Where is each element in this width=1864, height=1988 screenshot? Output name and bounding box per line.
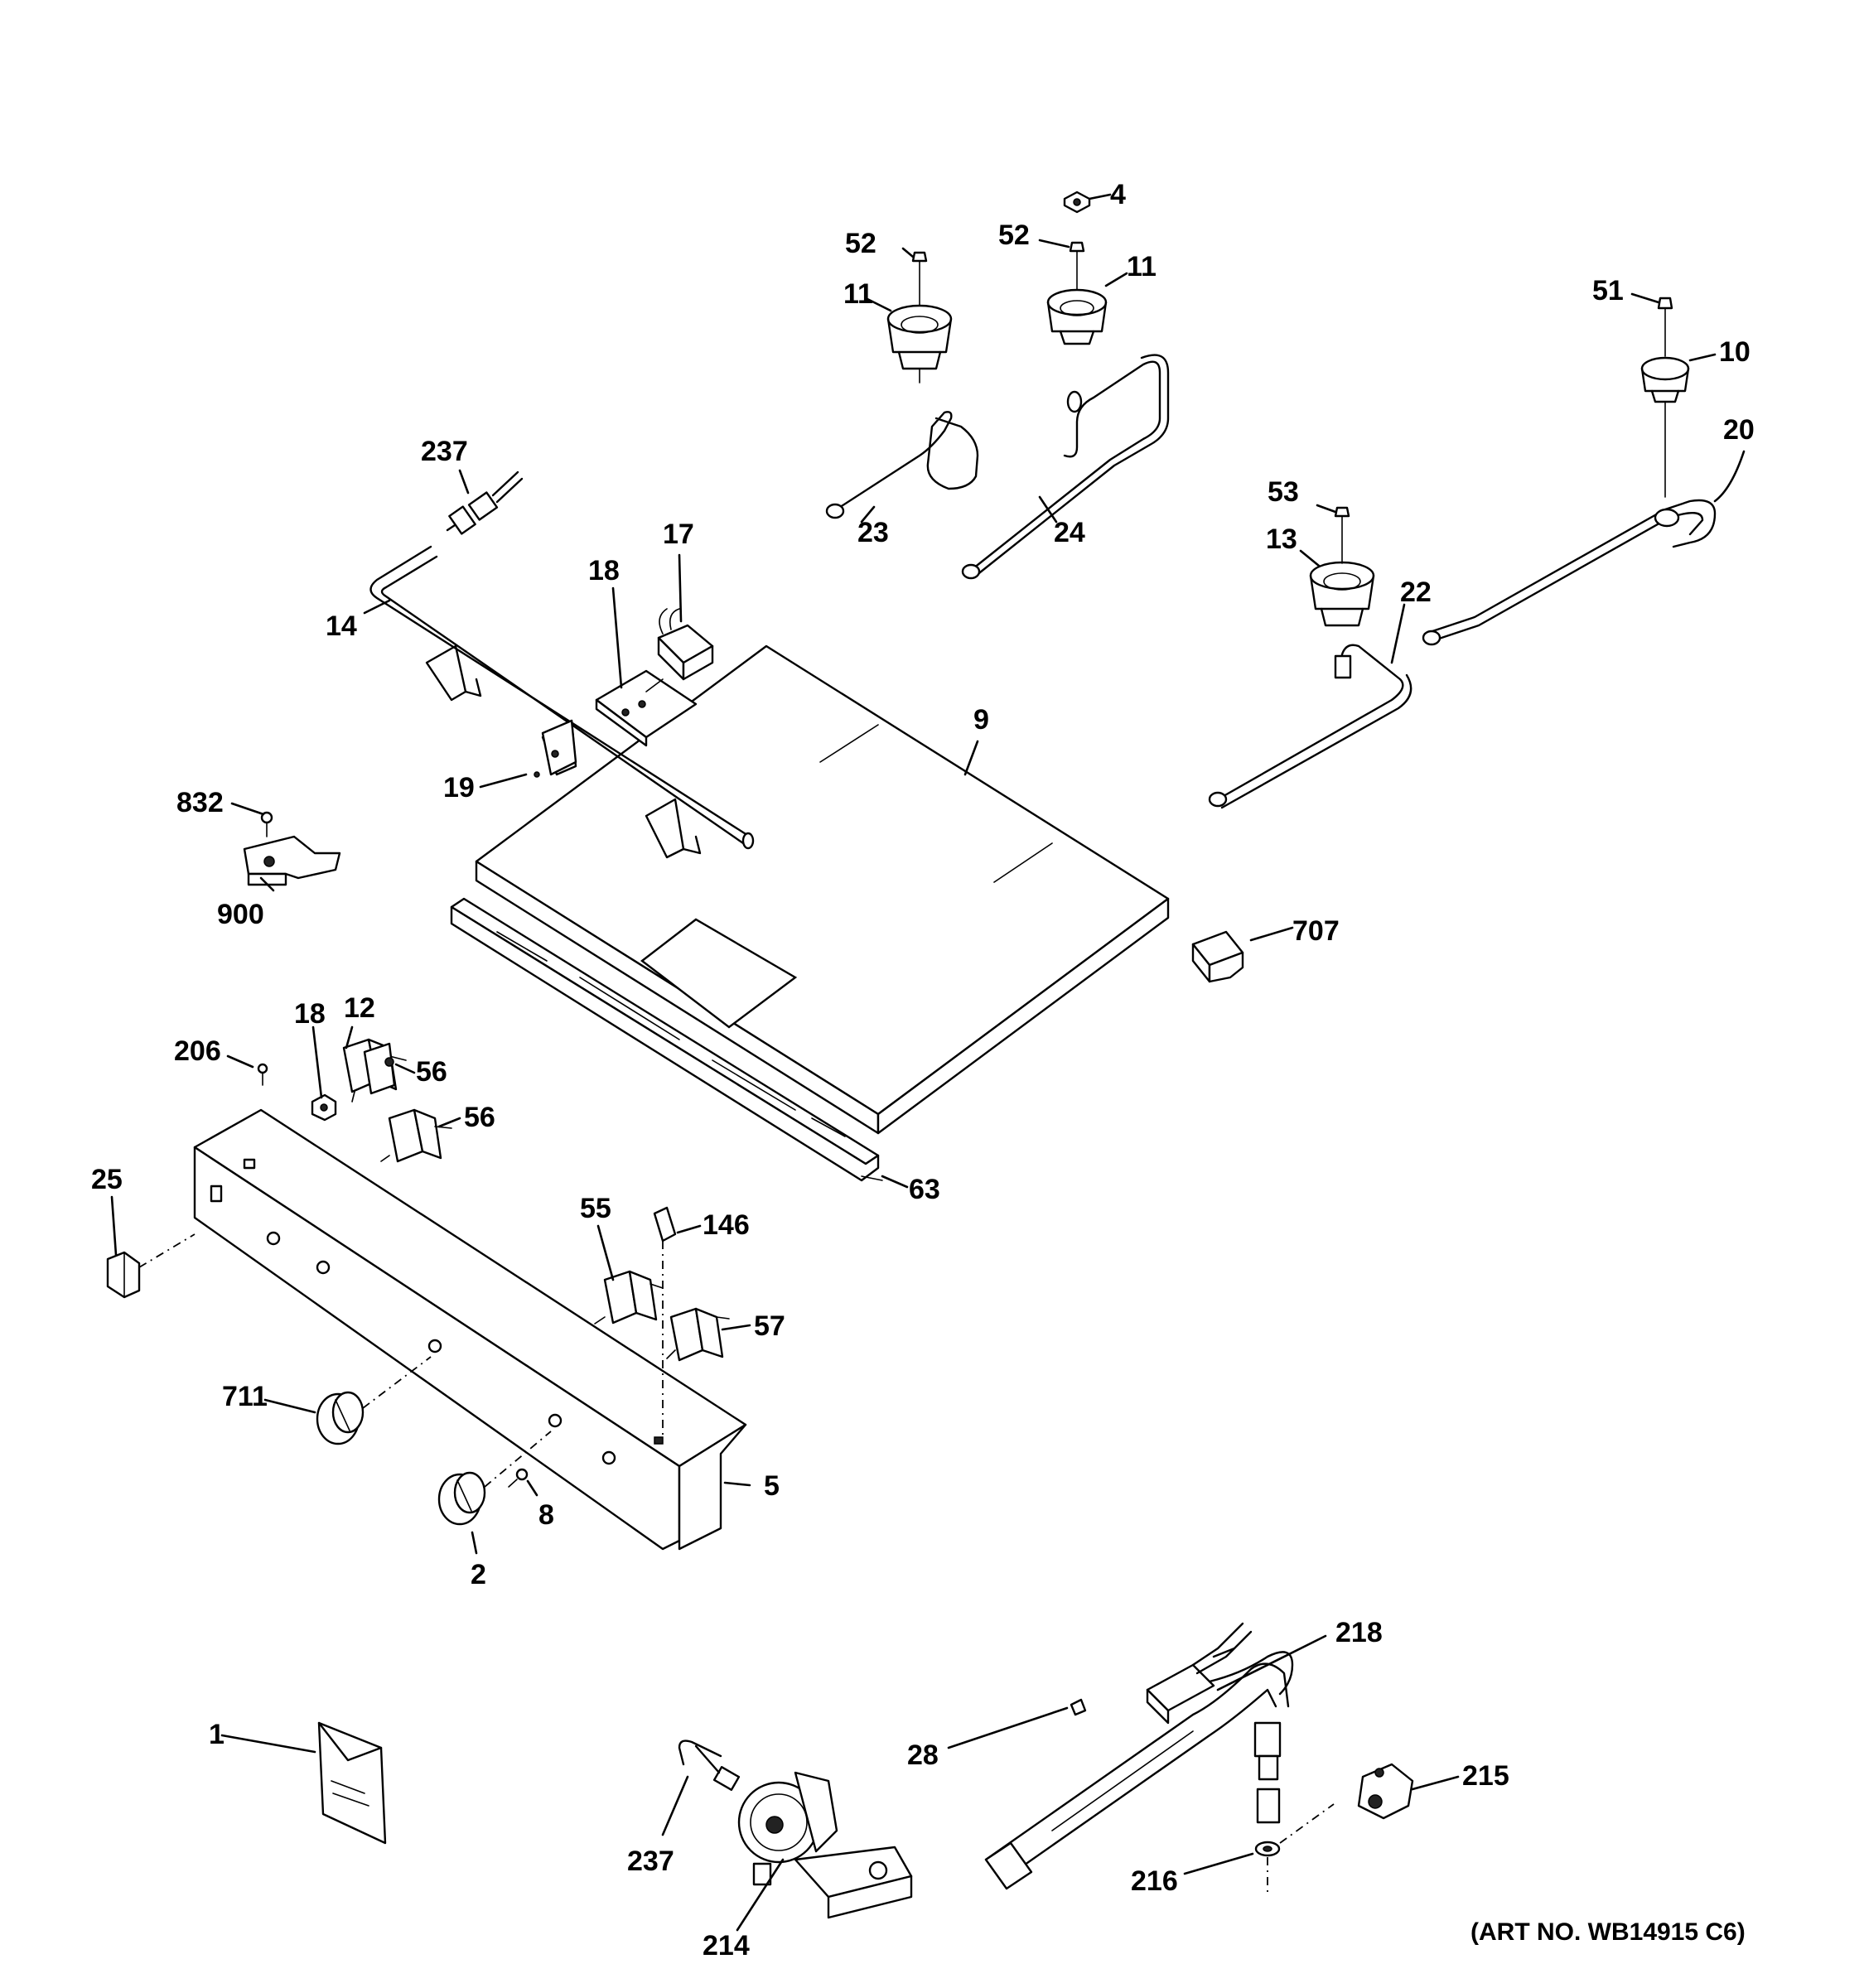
callout-900: 900 xyxy=(217,899,264,930)
callout-52-left: 52 xyxy=(845,228,876,259)
callout-215: 215 xyxy=(1462,1760,1509,1792)
gas-line-part-237-bottom xyxy=(678,1740,741,1791)
burner-part-oven xyxy=(984,1662,1290,1890)
screw-part-28 xyxy=(1070,1698,1087,1716)
gas-line-part-237-top xyxy=(446,470,524,535)
callout-20: 20 xyxy=(1723,414,1755,446)
ignitor-wire-harness-part-218 xyxy=(1146,1622,1294,1725)
callout-25: 25 xyxy=(91,1164,123,1195)
callout-10: 10 xyxy=(1719,336,1751,368)
burner-tube-part-23 xyxy=(825,411,979,519)
callout-11-left: 11 xyxy=(843,278,873,310)
callout-218: 218 xyxy=(1335,1617,1383,1648)
switch-part-57 xyxy=(666,1307,730,1362)
callout-237-bottom: 237 xyxy=(627,1846,674,1877)
burner-tube-part-22 xyxy=(1208,644,1412,809)
spacer-part-216 xyxy=(1254,1803,1335,1897)
rail-part-63 xyxy=(450,897,883,1182)
burner-tube-part-24 xyxy=(961,354,1170,580)
burner-cap-part-11-left xyxy=(886,304,953,384)
nut-part-4 xyxy=(1063,191,1091,214)
bracket-part-900 xyxy=(243,835,341,886)
switch-part-56-lower xyxy=(380,1108,452,1163)
callout-57: 57 xyxy=(754,1310,785,1342)
callout-14: 14 xyxy=(326,610,357,642)
nut-part-18-lower xyxy=(311,1093,337,1122)
regulator-valve-part-214 xyxy=(737,1771,913,1919)
callout-13: 13 xyxy=(1266,524,1297,555)
callout-9: 9 xyxy=(973,704,989,736)
callout-4: 4 xyxy=(1110,179,1126,210)
callout-19: 19 xyxy=(443,772,475,803)
callout-28: 28 xyxy=(907,1740,939,1771)
callout-214: 214 xyxy=(703,1930,750,1961)
knob-part-2 xyxy=(437,1431,552,1526)
callout-24: 24 xyxy=(1054,517,1085,548)
control-panel-part-5 xyxy=(193,1108,747,1551)
callout-711: 711 xyxy=(222,1381,268,1412)
top-panel-part-9 xyxy=(475,644,1170,1135)
callout-18-upper: 18 xyxy=(588,555,620,586)
callout-63: 63 xyxy=(909,1174,940,1205)
callout-51: 51 xyxy=(1592,275,1624,306)
screw-part-206 xyxy=(257,1063,268,1086)
clip-part-146 xyxy=(653,1206,677,1437)
callout-237-top: 237 xyxy=(421,436,468,467)
burner-cap-part-11-right xyxy=(1046,288,1108,345)
callout-707: 707 xyxy=(1292,915,1340,947)
burner-cap-part-10 xyxy=(1640,356,1690,498)
bracket-part-215 xyxy=(1357,1763,1414,1820)
callout-labels: 4 52 52 11 11 51 10 20 237 23 24 53 13 1… xyxy=(91,179,1755,1961)
orifice-part-52-right xyxy=(1069,241,1085,291)
clip-part-707 xyxy=(1191,930,1244,983)
art-number: (ART NO. WB14915 C6) xyxy=(1470,1918,1746,1946)
switch-part-17 xyxy=(645,608,714,692)
burner-cap-part-13 xyxy=(1309,561,1375,627)
callout-23: 23 xyxy=(857,517,889,548)
orifice-part-53 xyxy=(1334,506,1350,564)
callout-22: 22 xyxy=(1400,577,1432,608)
switch-part-56-upper xyxy=(363,1042,396,1095)
orifice-part-52-left xyxy=(911,251,928,306)
callout-5: 5 xyxy=(764,1470,780,1502)
callout-52-right: 52 xyxy=(998,220,1030,251)
switch-part-55 xyxy=(594,1270,664,1325)
callout-56-lower: 56 xyxy=(464,1102,495,1133)
knob-part-711 xyxy=(316,1356,432,1445)
callout-12: 12 xyxy=(344,992,375,1024)
callout-53: 53 xyxy=(1268,476,1299,508)
switch-part-25 xyxy=(106,1233,196,1299)
callout-11-right: 11 xyxy=(1127,251,1157,282)
callout-206: 206 xyxy=(174,1035,221,1067)
callout-56-upper: 56 xyxy=(416,1056,447,1088)
literature-envelope-part-1 xyxy=(317,1721,387,1845)
orifice-part-51 xyxy=(1657,297,1673,357)
callout-8: 8 xyxy=(538,1499,554,1531)
callout-55: 55 xyxy=(580,1193,611,1224)
callout-18-lower: 18 xyxy=(294,998,326,1030)
callout-832: 832 xyxy=(176,787,224,818)
callout-1: 1 xyxy=(209,1719,225,1750)
screw-part-832 xyxy=(260,811,273,837)
burner-tube-part-20 xyxy=(1422,499,1717,646)
callout-2: 2 xyxy=(471,1559,486,1590)
screw-part-8 xyxy=(508,1468,529,1488)
leader-lines xyxy=(110,193,1746,1932)
callout-146: 146 xyxy=(703,1209,750,1241)
callout-216: 216 xyxy=(1131,1865,1178,1897)
bracket-part-19 xyxy=(534,719,577,778)
callout-17: 17 xyxy=(663,519,694,550)
